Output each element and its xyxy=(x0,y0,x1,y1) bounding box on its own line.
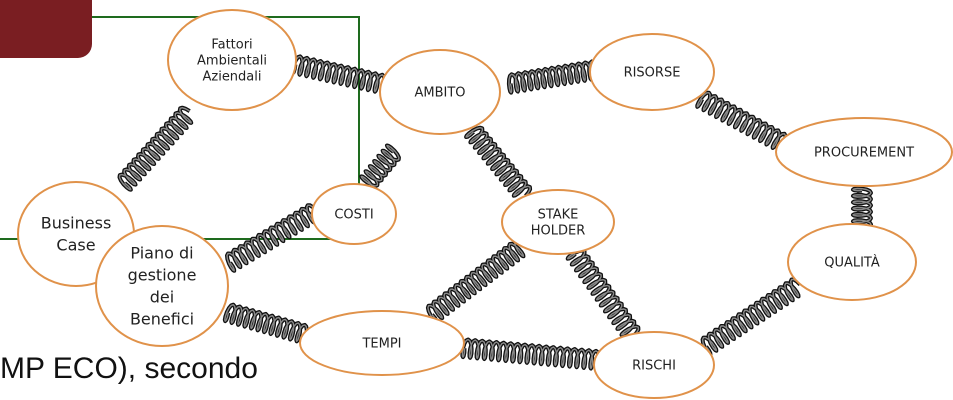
node-fattori-label: Aziendali xyxy=(202,70,261,85)
node-risorse-ellipse xyxy=(589,33,715,111)
node-business-label: Case xyxy=(56,236,95,255)
spring-connector xyxy=(425,237,526,325)
node-qualita-ellipse xyxy=(787,223,917,301)
spring-highlight xyxy=(701,278,801,356)
node-costi-label: COSTI xyxy=(334,208,373,223)
node-rischi: RISCHI xyxy=(593,331,715,399)
node-tempi-label: TEMPI xyxy=(361,337,401,352)
footer-text-fragment: MP ECO), secondo xyxy=(0,352,258,385)
node-stake-ellipse xyxy=(501,189,615,255)
title-banner-tab xyxy=(0,0,92,58)
node-qualita: QUALITÀ xyxy=(787,223,917,301)
node-tempi-ellipse xyxy=(299,310,465,376)
node-piano-label: Benefici xyxy=(130,310,194,329)
node-stake-label: STAKE xyxy=(538,208,579,223)
spring-highlight xyxy=(360,144,400,192)
node-procurement-ellipse xyxy=(775,117,953,187)
node-rischi-label: RISCHI xyxy=(632,359,676,374)
spring-highlight xyxy=(696,92,793,152)
node-procurement: PROCUREMENT xyxy=(775,117,953,187)
node-stake-label: HOLDER xyxy=(531,224,586,239)
spring-connector xyxy=(359,143,401,194)
spring-highlight xyxy=(291,55,386,93)
spring-connector xyxy=(464,125,533,198)
node-costi-ellipse xyxy=(311,183,397,245)
node-ambito-ellipse xyxy=(379,49,501,135)
node-piano-label: gestione xyxy=(128,266,197,285)
node-piano-label: dei xyxy=(150,288,174,307)
node-qualita-label: QUALITÀ xyxy=(824,255,880,271)
spring-highlight xyxy=(567,249,640,337)
node-fattori-label: Fattori xyxy=(211,38,252,53)
spring-highlight xyxy=(508,60,599,94)
node-risorse: RISORSE xyxy=(589,33,715,111)
spring-connector xyxy=(460,337,602,371)
spring-highlight xyxy=(226,204,317,272)
spring-highlight xyxy=(852,187,872,230)
spring-highlight xyxy=(427,239,525,323)
node-procurement-label: PROCUREMENT xyxy=(814,146,914,161)
spring-connector xyxy=(565,248,641,338)
node-business-label: Business xyxy=(41,214,112,233)
node-piano-ellipse xyxy=(95,225,229,347)
node-tempi: TEMPI xyxy=(299,310,465,376)
spring-highlight xyxy=(461,338,601,370)
node-ambito: AMBITO xyxy=(379,49,501,135)
node-costi: COSTI xyxy=(311,183,397,245)
spring-highlight xyxy=(465,127,531,197)
spring-connector xyxy=(117,105,194,192)
node-fattori-ellipse xyxy=(167,9,297,111)
spring-highlight xyxy=(118,107,192,191)
springs-layer xyxy=(117,54,873,371)
node-ambito-label: AMBITO xyxy=(414,86,465,101)
spring-highlight xyxy=(224,304,308,342)
node-fattori-label: Ambientali xyxy=(197,54,267,69)
frame-border-right xyxy=(358,16,360,240)
node-piano-label: Piano di xyxy=(130,244,193,263)
node-risorse-label: RISORSE xyxy=(624,66,681,81)
node-rischi-ellipse xyxy=(593,331,715,399)
